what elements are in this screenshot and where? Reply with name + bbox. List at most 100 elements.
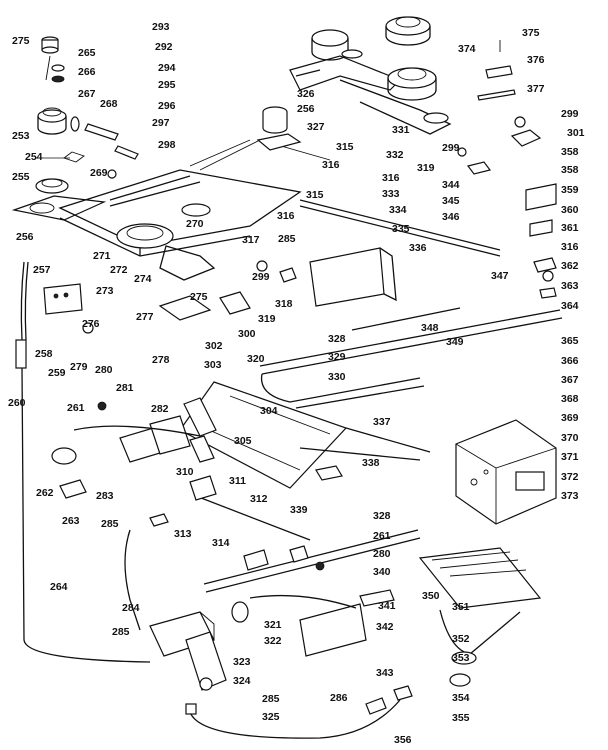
callout-295: 295	[158, 79, 176, 91]
callout-348: 348	[421, 322, 439, 334]
callout-325: 325	[262, 711, 280, 723]
callout-358: 358	[561, 146, 579, 158]
callout-305: 305	[234, 435, 252, 447]
callout-349: 349	[446, 336, 464, 348]
callout-280: 280	[373, 548, 391, 560]
broiler-tray	[179, 381, 431, 489]
callout-253: 253	[12, 130, 30, 142]
callout-labels: 2752652662672682532542692552562932922942…	[8, 21, 585, 746]
callout-260: 260	[8, 397, 26, 409]
callout-344: 344	[442, 179, 460, 191]
callout-265: 265	[78, 47, 96, 59]
callout-271: 271	[93, 250, 111, 262]
callout-351: 351	[452, 601, 470, 613]
callout-256: 256	[16, 231, 34, 243]
callout-316: 316	[382, 172, 400, 184]
callout-353: 353	[452, 652, 470, 664]
callout-335: 335	[392, 223, 410, 235]
callout-258: 258	[35, 348, 53, 360]
callout-277: 277	[136, 311, 154, 323]
callout-278: 278	[152, 354, 170, 366]
callout-297: 297	[152, 117, 170, 129]
callout-282: 282	[151, 403, 169, 415]
callout-315: 315	[336, 141, 354, 153]
callout-352: 352	[452, 633, 470, 645]
control-module	[455, 419, 557, 525]
callout-358: 358	[561, 164, 579, 176]
callout-317: 317	[242, 234, 260, 246]
callout-368: 368	[561, 393, 579, 405]
callout-316: 316	[277, 210, 295, 222]
callout-299: 299	[252, 271, 270, 283]
callout-257: 257	[33, 264, 51, 276]
callout-315: 315	[306, 189, 324, 201]
callout-270: 270	[186, 218, 204, 230]
callout-366: 366	[561, 355, 579, 367]
callout-272: 272	[110, 264, 128, 276]
burner-tube-frame	[58, 139, 331, 281]
callout-328: 328	[373, 510, 391, 522]
callout-338: 338	[362, 457, 380, 469]
callout-340: 340	[373, 566, 391, 578]
callout-334: 334	[389, 204, 407, 216]
gas-line-325	[185, 685, 413, 739]
callout-323: 323	[233, 656, 251, 668]
callout-273: 273	[96, 285, 114, 297]
burner-cap-275	[41, 36, 65, 83]
callout-328: 328	[328, 333, 346, 345]
callout-275: 275	[190, 291, 208, 303]
callout-364: 364	[561, 300, 579, 312]
callout-262: 262	[36, 487, 54, 499]
burner-head-255	[11, 178, 107, 221]
callout-330: 330	[328, 371, 346, 383]
callout-342: 342	[376, 621, 394, 633]
igniter-bracket-282	[51, 401, 201, 499]
callout-302: 302	[205, 340, 223, 352]
callout-362: 362	[561, 260, 579, 272]
callout-266: 266	[78, 66, 96, 78]
safety-valve-275	[158, 260, 297, 321]
callout-374: 374	[458, 43, 476, 55]
callout-303: 303	[204, 359, 222, 371]
callout-337: 337	[373, 416, 391, 428]
callout-304: 304	[260, 405, 278, 417]
callout-332: 332	[386, 149, 404, 161]
callout-254: 254	[25, 151, 43, 163]
burner-head-253	[36, 107, 85, 163]
callout-264: 264	[50, 581, 68, 593]
igniter-268	[84, 123, 139, 179]
callout-377: 377	[527, 83, 545, 95]
callout-284: 284	[122, 602, 140, 614]
callout-259: 259	[48, 367, 66, 379]
callout-356: 356	[394, 734, 412, 746]
callout-327: 327	[307, 121, 325, 133]
brackets-376-377	[477, 40, 516, 101]
callout-322: 322	[264, 635, 282, 647]
callout-320: 320	[247, 353, 265, 365]
callout-336: 336	[409, 242, 427, 254]
valve-327	[256, 106, 302, 151]
callout-300: 300	[238, 328, 256, 340]
callout-363: 363	[561, 280, 579, 292]
callout-372: 372	[561, 471, 579, 483]
callout-312: 312	[250, 493, 268, 505]
callout-294: 294	[158, 62, 176, 74]
bottom-bar-314	[203, 529, 421, 593]
callout-310: 310	[176, 466, 194, 478]
oven-valve-284	[149, 611, 227, 691]
callout-319: 319	[417, 162, 435, 174]
callout-321: 321	[264, 619, 282, 631]
callout-279: 279	[70, 361, 88, 373]
callout-345: 345	[442, 195, 460, 207]
callout-280: 280	[95, 364, 113, 376]
callout-274: 274	[134, 273, 152, 285]
callout-333: 333	[382, 188, 400, 200]
callout-359: 359	[561, 184, 579, 196]
callout-285: 285	[262, 693, 280, 705]
callout-299: 299	[442, 142, 460, 154]
callout-256: 256	[297, 103, 315, 115]
callout-350: 350	[422, 590, 440, 602]
callout-324: 324	[233, 675, 251, 687]
valve-301	[457, 116, 542, 175]
